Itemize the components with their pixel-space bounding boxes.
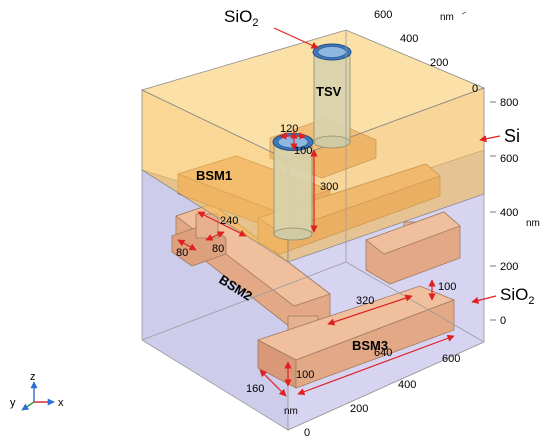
dim-80a: 80 — [176, 247, 188, 259]
arrow-80a — [177, 239, 197, 251]
axis-bottom-tick: 200 — [350, 403, 368, 415]
tsv-back-body — [313, 51, 351, 143]
sio2-right-label: SiO2 — [500, 285, 534, 307]
dim-80b: 80 — [212, 243, 224, 255]
axis-bottom-tick: 0 — [304, 427, 310, 439]
tsv-front-bottom — [273, 227, 313, 241]
axis-right-tick: 200 — [500, 261, 518, 273]
dim-160: 160 — [246, 383, 264, 395]
pointer-sio2-right — [471, 295, 497, 304]
tsv-front-body — [273, 141, 313, 235]
axis-right-tick: 400 — [500, 207, 518, 219]
axis-top-tick: 400 — [400, 33, 418, 45]
pointer-si — [479, 135, 501, 143]
axis-bottom-tick: 400 — [398, 379, 416, 391]
arrow-80b — [205, 231, 225, 241]
bsm-mid-bar-top — [365, 211, 461, 255]
axis-bottom: 600 400 200 0 nm — [284, 353, 460, 439]
axis-bottom-tick: 600 — [442, 353, 460, 365]
axis-triad: z x y — [10, 371, 64, 411]
si-label: Si — [504, 126, 520, 146]
triad-x-label: x — [58, 397, 64, 409]
triad-y-label: y — [10, 397, 16, 409]
si-layer — [140, 29, 486, 263]
dim-100-top: 100 — [294, 145, 312, 157]
dim-300: 300 — [320, 181, 338, 193]
pointer-sio2-top — [273, 27, 319, 49]
tsv-back — [312, 43, 352, 149]
axis-right: 800 600 400 200 0 nm — [500, 97, 540, 327]
dimension-arrows — [177, 27, 501, 397]
tsv-back-bottom — [313, 135, 351, 149]
axis-top-tick: 600 — [374, 9, 392, 21]
axis-top-unit: nm — [440, 12, 454, 23]
axis-right-tick: 600 — [500, 153, 518, 165]
dim-640: 640 — [374, 347, 392, 359]
axis-right-tick: 0 — [500, 315, 506, 327]
tsv-back-core — [317, 46, 347, 58]
triad-z-label: z — [30, 371, 36, 383]
dim-240: 240 — [220, 215, 238, 227]
axis-top-tick: 200 — [430, 57, 448, 69]
bsm1-label: BSM1 — [196, 168, 232, 183]
via-post-left — [195, 213, 219, 239]
axis-top: 600 400 200 0 nm — [374, 9, 478, 95]
dim-120: 120 — [280, 123, 298, 135]
arrow-640 — [297, 334, 455, 396]
axis-right-tick: 800 — [500, 97, 518, 109]
dim-320: 320 — [356, 295, 374, 307]
axis-bottom-unit: nm — [284, 406, 298, 417]
bsm3-label: BSM3 — [352, 338, 388, 353]
dim-100-right: 100 — [438, 281, 456, 293]
axis-right-unit: nm — [526, 218, 540, 229]
tsv-label: TSV — [316, 84, 342, 99]
sio2-top-label: SiO2 — [224, 7, 258, 29]
triad-y-axis — [21, 401, 35, 411]
dim-100-bottom: 100 — [296, 369, 314, 381]
tick-marks — [461, 11, 496, 321]
arrow-160 — [259, 369, 287, 397]
axis-top-tick: 0 — [472, 83, 478, 95]
arrow-240 — [197, 211, 247, 237]
arrow-320 — [327, 294, 413, 326]
